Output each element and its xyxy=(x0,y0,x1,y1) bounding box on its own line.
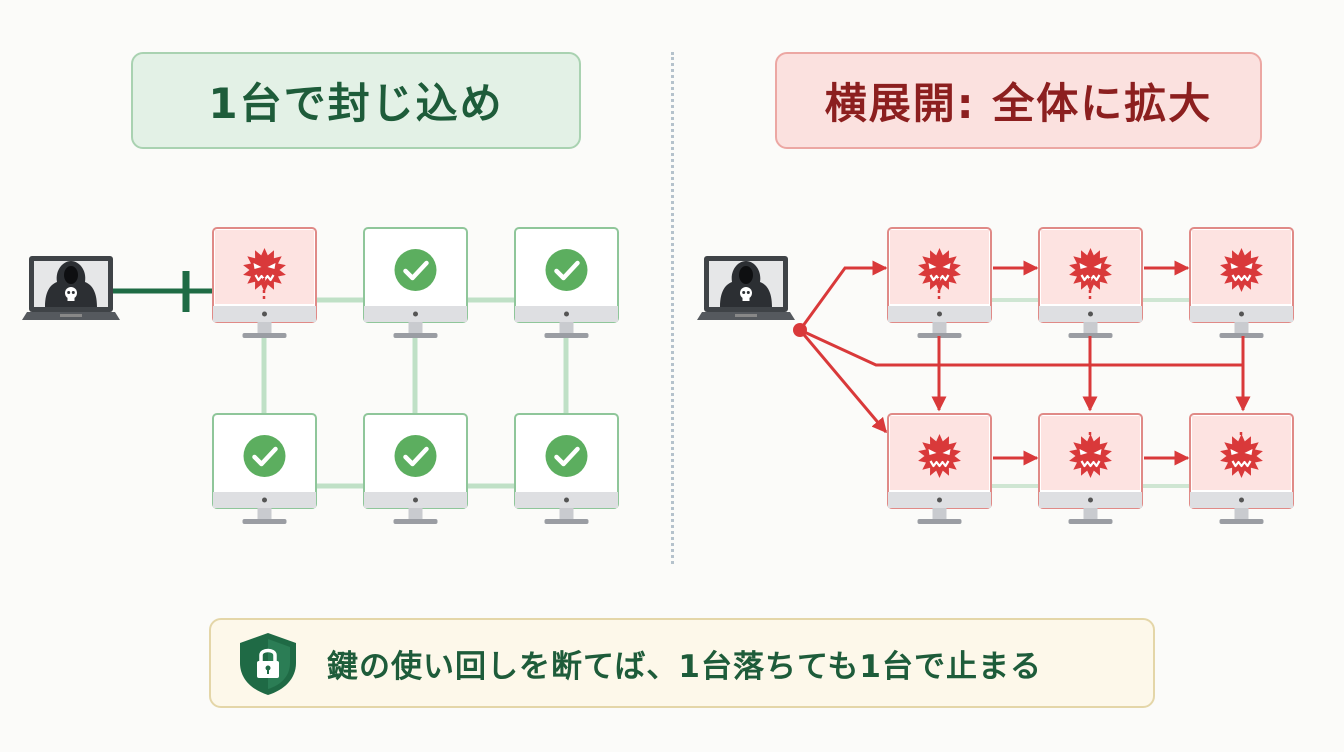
check-icon xyxy=(394,435,437,477)
check-icon xyxy=(545,435,588,477)
takeaway-banner: 鍵の使い回しを断てば、1台落ちても1台で止まる xyxy=(209,618,1155,708)
left-computer-2 xyxy=(363,227,468,338)
panel-divider xyxy=(671,52,674,564)
right-network-links xyxy=(991,298,1190,488)
virus-icon xyxy=(243,248,286,292)
virus-icon xyxy=(1069,434,1112,478)
blocked-connection xyxy=(113,271,213,312)
left-computer-1 xyxy=(212,227,317,338)
skull-icon xyxy=(65,287,77,301)
right-computer-3 xyxy=(1189,227,1294,338)
takeaway-message: 鍵の使い回しを断てば、1台落ちても1台で止まる xyxy=(327,648,1042,685)
right-computer-5 xyxy=(1038,413,1143,524)
right-computer-6 xyxy=(1189,413,1294,524)
virus-icon xyxy=(1220,434,1263,478)
check-icon xyxy=(243,435,286,477)
virus-icon xyxy=(918,434,961,478)
left-computer-4 xyxy=(212,413,317,524)
skull-icon xyxy=(740,287,752,301)
left-computer-5 xyxy=(363,413,468,524)
attacker-laptop-right xyxy=(697,256,795,320)
virus-icon xyxy=(1220,248,1263,292)
lateral-spread-title: 横展開: 全体に拡大 xyxy=(775,52,1262,149)
contained-title: 1台で封じ込め xyxy=(131,52,581,149)
right-computer-1 xyxy=(887,227,992,338)
lock-shield-icon xyxy=(240,633,296,695)
left-computer-3 xyxy=(514,227,619,338)
attacker-laptop-left xyxy=(22,256,120,320)
infection-arrows xyxy=(262,260,1251,466)
check-icon xyxy=(545,249,588,291)
left-computer-6 xyxy=(514,413,619,524)
check-icon xyxy=(394,249,437,291)
network-diagram xyxy=(22,227,1294,524)
right-computer-4 xyxy=(887,413,992,524)
left-network-links xyxy=(113,271,569,489)
right-computer-2 xyxy=(1038,227,1143,338)
